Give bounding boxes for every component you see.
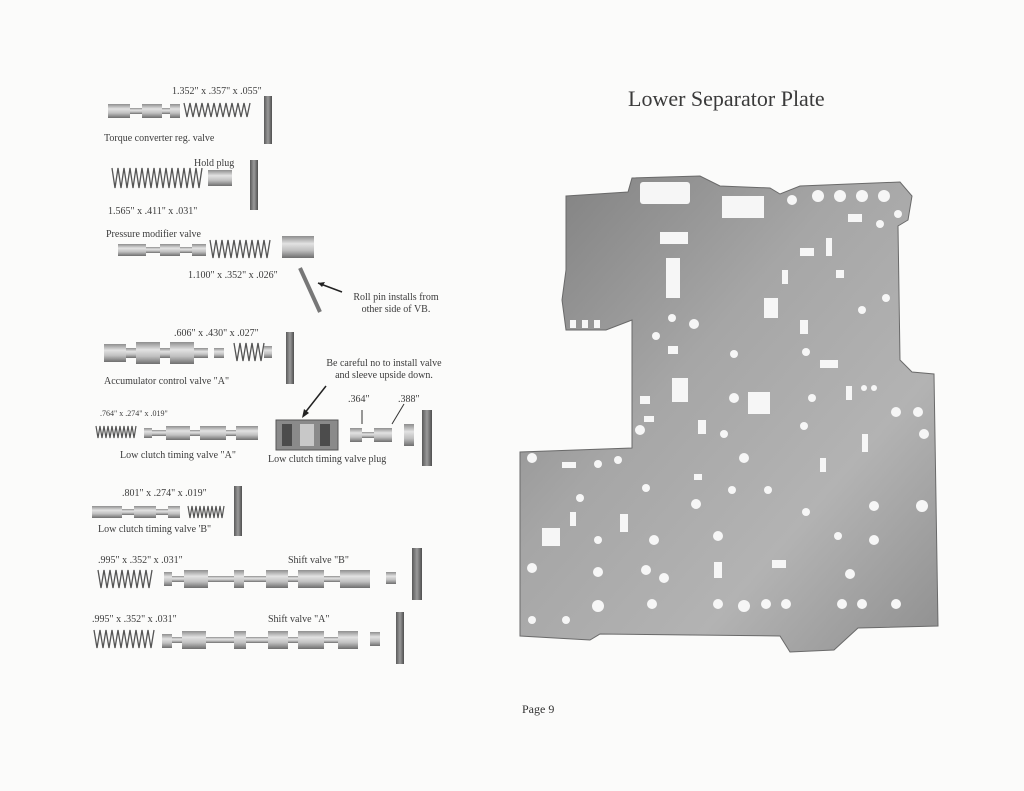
careful-arrow (303, 385, 327, 415)
lctb-name-label: Low clutch timing valve 'B" (98, 524, 212, 535)
hold-spring (111, 167, 203, 189)
sva-name-label: Shift valve "A" (268, 614, 330, 625)
lct-plug-label: Low clutch timing valve plug (268, 454, 387, 465)
page-title: Lower Separator Plate (628, 86, 825, 111)
lcta-name-label: Low clutch timing valve "A" (120, 450, 236, 461)
pm-dims-label: 1.100" x .352" x .026" (188, 270, 278, 281)
lct-retainer (422, 410, 432, 466)
acc-valve (104, 342, 208, 364)
tcv-spring (183, 102, 251, 118)
lct-sleeve (275, 419, 339, 451)
tcv-name-label: Torque converter reg. valve (104, 133, 215, 144)
acc-cup (214, 348, 224, 358)
sva-valve (162, 631, 358, 649)
acc-name-label: Accumulator control valve "A" (104, 376, 230, 387)
sva-dims-label: .995" x .352" x .031" (92, 614, 177, 625)
sva-plug (370, 632, 380, 646)
svb-spring (97, 569, 153, 589)
lcta-dims-label: .764" x .274" x .019" (100, 409, 168, 418)
hold-retainer (250, 160, 258, 210)
svb-valve (164, 570, 370, 588)
lctb-valve (92, 506, 180, 518)
separator-plate (519, 175, 939, 653)
pm-name-label: Pressure modifier valve (106, 229, 201, 240)
svb-plug (386, 572, 396, 584)
sva-spring (93, 629, 155, 649)
lctb-retainer (234, 486, 242, 536)
dim-388-label: .388" (398, 394, 420, 405)
acc-dims-label: .606" x .430" x .027" (174, 328, 259, 339)
pm-valve (118, 244, 206, 256)
lctb-dims-label: .801" x .274" x .019" (122, 488, 207, 499)
hold-plug (208, 170, 232, 186)
acc-spring (233, 342, 265, 362)
lct-plug-valve (350, 428, 392, 442)
lctb-spring (187, 505, 225, 519)
sva-retainer (396, 612, 404, 664)
acc-retainer (286, 332, 294, 384)
svb-name-label: Shift valve "B" (288, 555, 349, 566)
careful-note: Be careful no to install valve and sleev… (326, 358, 442, 381)
lcta-valve (144, 426, 258, 440)
tcv-valve (108, 104, 180, 118)
dim-364-label: .364" (348, 394, 370, 405)
acc-plug (264, 346, 272, 358)
roll-pin (298, 267, 322, 313)
svb-dims-label: .995" x .352" x .031" (98, 555, 183, 566)
plate-holes (527, 182, 929, 624)
hold-dims-label: 1.565" x .411" x .031" (108, 206, 198, 217)
tcv-dims-label: 1.352" x .357" x .055" (172, 86, 262, 97)
pm-sleeve (282, 236, 314, 258)
pm-spring (209, 239, 271, 259)
page-number: Page 9 (522, 702, 555, 716)
tcv-plug (264, 96, 272, 144)
svb-retainer (412, 548, 422, 600)
lcta-spring (95, 425, 137, 439)
lct-cup (404, 424, 414, 446)
hold-plug-label: Hold plug (194, 158, 235, 169)
roll-pin-note: Roll pin installs from other side of VB. (353, 292, 439, 315)
